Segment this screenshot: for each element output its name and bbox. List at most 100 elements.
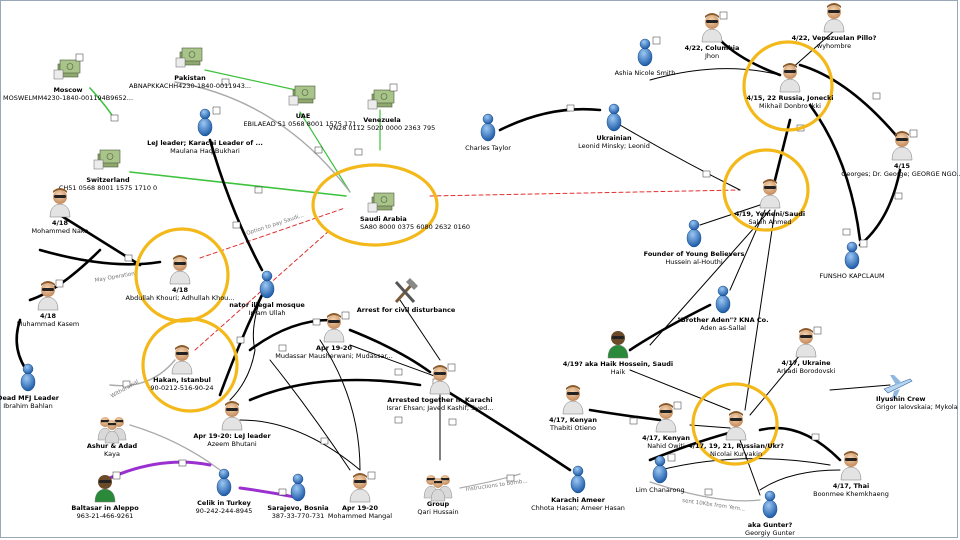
edge[interactable] bbox=[629, 369, 731, 411]
node-lejleader[interactable]: LeJ leader; Karachi Leader of ...Maulana… bbox=[147, 106, 263, 155]
edge[interactable] bbox=[204, 69, 297, 91]
highlight-ring bbox=[742, 40, 834, 132]
edge[interactable] bbox=[749, 354, 801, 416]
edge[interactable] bbox=[269, 359, 351, 471]
node-title: 4/22, Columbia bbox=[685, 44, 740, 52]
edge-count-marker bbox=[221, 78, 230, 86]
edge[interactable] bbox=[248, 378, 422, 402]
edge[interactable] bbox=[459, 473, 521, 489]
edge[interactable] bbox=[129, 424, 221, 471]
node-subtitle: Lim Chanarong bbox=[635, 486, 684, 494]
edge[interactable] bbox=[208, 138, 264, 272]
edge[interactable] bbox=[103, 460, 212, 482]
node-title: Ashur & Adad bbox=[87, 442, 138, 450]
node-venpillo[interactable]: 4/22, Venezuelan Pillo?wyhombre bbox=[792, 3, 877, 50]
edge[interactable] bbox=[429, 189, 741, 197]
node-russianukr[interactable]: 4/17, 19, 21, Russian/Ukr?Nicolai Kuryak… bbox=[688, 411, 784, 458]
edge[interactable] bbox=[858, 168, 902, 247]
edge[interactable] bbox=[38, 248, 162, 266]
edge[interactable] bbox=[443, 388, 572, 472]
edge[interactable] bbox=[659, 458, 831, 471]
edge[interactable] bbox=[248, 318, 332, 352]
edge[interactable] bbox=[299, 111, 351, 193]
edge[interactable] bbox=[174, 81, 351, 193]
node-lim[interactable]: Lim Chanarong bbox=[635, 453, 685, 494]
edge[interactable] bbox=[798, 63, 902, 142]
edge[interactable] bbox=[129, 171, 347, 197]
edge[interactable] bbox=[199, 207, 346, 259]
edge[interactable] bbox=[498, 107, 602, 132]
edge[interactable] bbox=[699, 204, 761, 226]
edge[interactable] bbox=[759, 469, 841, 491]
node-charles[interactable]: Charles Taylor bbox=[465, 113, 511, 152]
node-brotheraden[interactable]: "Brother Aden"? KNA Co.Aden as-Sallal bbox=[677, 285, 769, 332]
edge[interactable] bbox=[729, 209, 766, 291]
edge[interactable] bbox=[649, 209, 771, 346]
edge[interactable] bbox=[399, 299, 441, 361]
suspect-icon bbox=[795, 343, 817, 358]
suspect-icon bbox=[823, 18, 845, 33]
edge[interactable] bbox=[628, 303, 712, 352]
edge[interactable] bbox=[649, 68, 781, 81]
edge[interactable] bbox=[229, 299, 261, 401]
node-title: 4/18 bbox=[172, 286, 188, 294]
node-pakistan[interactable]: PakistanABNAPKKACHH4230-1840-0011943... bbox=[129, 47, 251, 90]
node-funsho[interactable]: FUNSHO KAPCLAUM bbox=[819, 239, 885, 280]
person-icon bbox=[715, 294, 731, 314]
node-gunter[interactable]: aka Gunter?Georgiy Gunter bbox=[745, 490, 795, 537]
node-nicole[interactable]: Ashia Nicole Smith bbox=[615, 36, 676, 77]
edge[interactable] bbox=[619, 124, 741, 191]
edge[interactable] bbox=[194, 229, 331, 351]
edge[interactable] bbox=[718, 38, 782, 77]
edge[interactable] bbox=[349, 344, 441, 379]
edge[interactable] bbox=[758, 426, 842, 462]
node-arrest[interactable]: Arrest for civil disturbance bbox=[357, 278, 456, 314]
edge[interactable] bbox=[744, 209, 776, 411]
edge[interactable] bbox=[348, 328, 432, 374]
edge[interactable] bbox=[588, 408, 662, 422]
edge[interactable] bbox=[829, 384, 891, 391]
edge[interactable] bbox=[239, 419, 361, 471]
node-title: Founder of Young Believers bbox=[644, 250, 745, 258]
edge[interactable] bbox=[319, 339, 361, 471]
node-title: Arrest for civil disturbance bbox=[357, 306, 456, 314]
edge[interactable] bbox=[689, 424, 731, 429]
edge[interactable] bbox=[649, 481, 761, 502]
node-moscow[interactable]: MoscowMOSWELMM4230-1840-001194B9652... bbox=[3, 53, 133, 102]
edge[interactable] bbox=[739, 439, 761, 496]
sunglasses-icon bbox=[567, 392, 579, 395]
